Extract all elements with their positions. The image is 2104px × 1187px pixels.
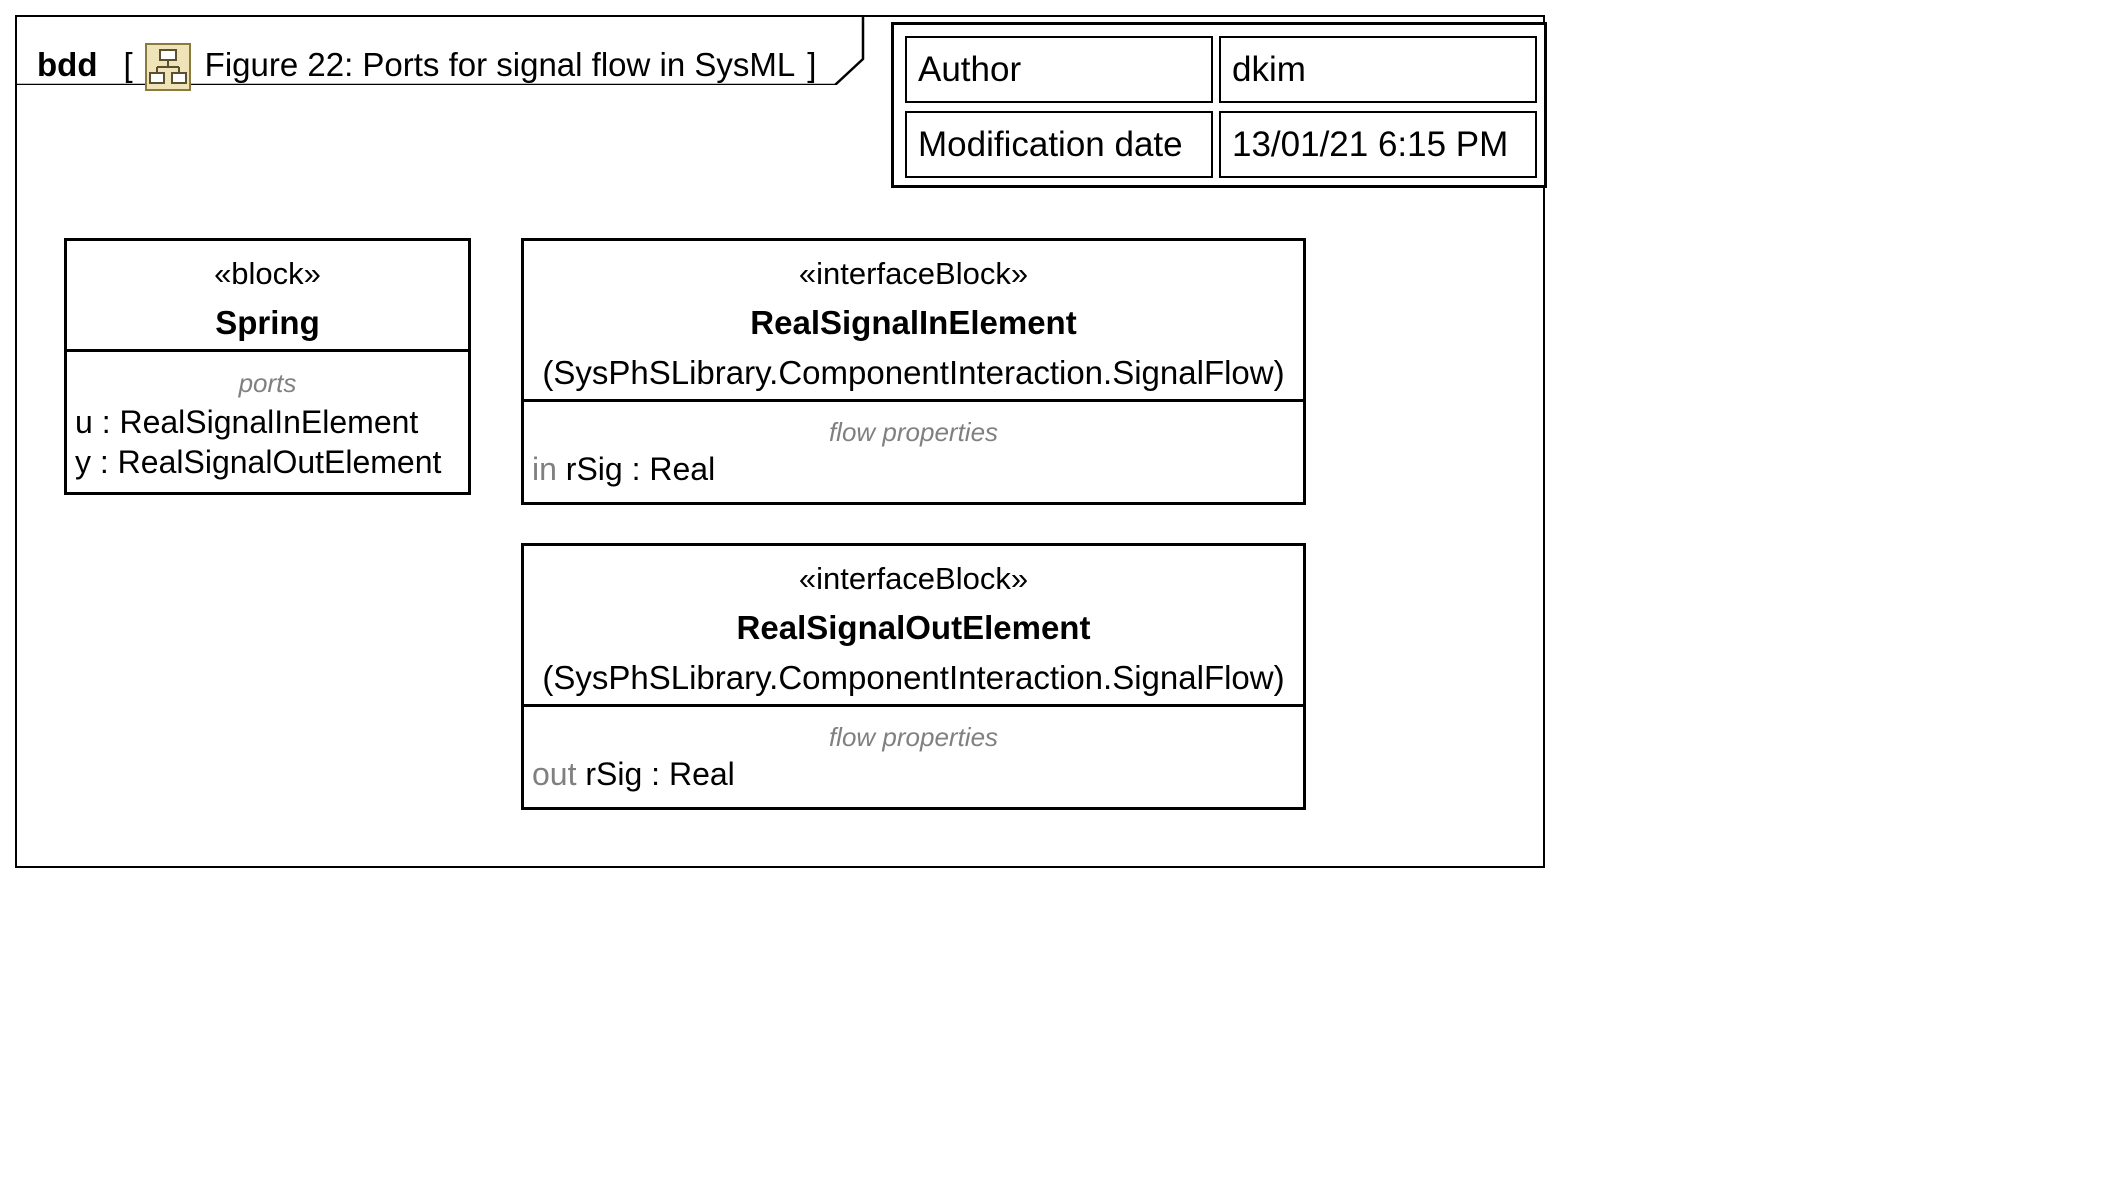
block-out-element-qualifier: (SysPhSLibrary.ComponentInteraction.Sign… [542,659,1285,696]
frame-tab-outline [15,15,865,85]
block-spring-name: Spring [215,304,320,341]
block-out-element-header: «interfaceBlock» RealSignalOutElement (S… [524,546,1303,707]
port-u-type: RealSignalInElement [119,404,419,440]
flow-property-out-rsig: out rSig : Real [524,758,1303,790]
block-spring-ports-compartment: ports u : RealSignalInElement y : RealSi… [67,352,468,478]
frame-bracket-close: ] [807,46,817,83]
port-y-name: y [75,444,91,480]
block-out-element-flow-compartment: flow properties out rSig : Real [524,707,1303,790]
port-y: y : RealSignalOutElement [67,446,468,478]
diagram-info-table: Author dkim Modification date 13/01/21 6… [891,22,1547,188]
flow-property-out-sep: : [642,756,669,792]
flow-property-in-type: Real [649,451,716,487]
info-key-modification-date: Modification date [905,111,1213,178]
block-out-element-name: RealSignalOutElement [736,609,1091,646]
info-value-author: dkim [1219,36,1537,103]
flow-property-in-sep: : [622,451,650,487]
port-u: u : RealSignalInElement [67,406,468,438]
flow-property-out-name: rSig [585,756,643,792]
block-in-element-stereotype: «interfaceBlock» [798,256,1029,291]
frame-title-row: bdd [ Figure 22: Ports for signal flow i… [37,41,817,91]
flow-property-in-rsig: in rSig : Real [524,453,1303,485]
flow-property-in-name: rSig [565,451,623,487]
port-u-sep: : [92,404,120,440]
info-value-modification-date: 13/01/21 6:15 PM [1219,111,1537,178]
ports-compartment-title: ports [238,368,297,398]
block-in-element-flow-compartment: flow properties in rSig : Real [524,402,1303,485]
flow-direction-out: out [532,756,577,792]
diagram-frame [15,15,1545,868]
port-u-name: u [75,404,93,440]
flow-properties-title-in: flow properties [828,417,999,447]
block-spring-stereotype: «block» [214,256,321,291]
flow-direction-in: in [532,451,557,487]
diagram-title: Figure 22: Ports for signal flow in SysM… [204,46,796,83]
block-out-element-stereotype: «interfaceBlock» [798,561,1029,596]
block-spring[interactable]: «block» Spring ports u : RealSignalInEle… [64,238,471,495]
block-in-element-header: «interfaceBlock» RealSignalInElement (Sy… [524,241,1303,402]
info-key-author: Author [905,36,1213,103]
block-in-element-name: RealSignalInElement [750,304,1077,341]
flow-property-out-type: Real [668,756,735,792]
frame-bracket-open: [ [123,46,133,83]
port-y-sep: : [91,444,118,480]
frame-name-tab: bdd [ Figure 22: Ports for signal flow i… [15,15,865,91]
port-y-type: RealSignalOutElement [117,444,442,480]
block-diagram-icon [144,43,191,91]
block-real-signal-in-element[interactable]: «interfaceBlock» RealSignalInElement (Sy… [521,238,1306,505]
block-real-signal-out-element[interactable]: «interfaceBlock» RealSignalOutElement (S… [521,543,1306,810]
diagram-kind: bdd [37,46,98,83]
block-spring-header: «block» Spring [67,241,468,352]
block-in-element-qualifier: (SysPhSLibrary.ComponentInteraction.Sign… [542,354,1285,391]
flow-properties-title-out: flow properties [828,722,999,752]
